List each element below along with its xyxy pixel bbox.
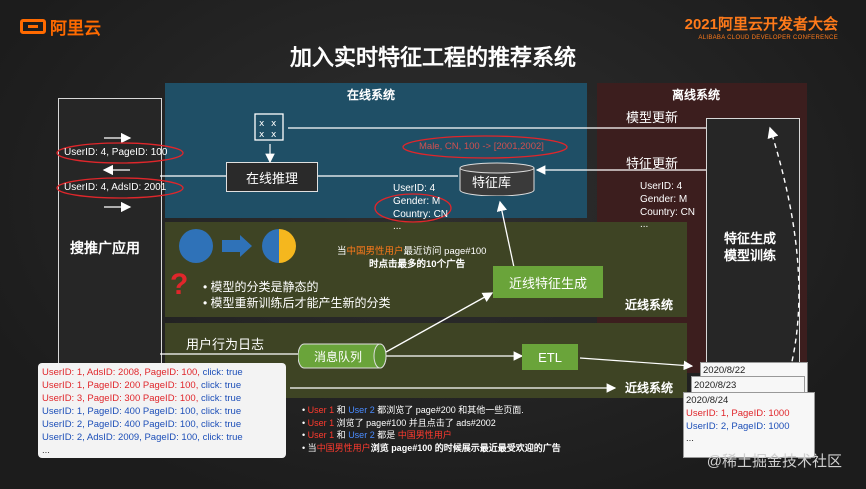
app-label: 搜推广应用 bbox=[70, 240, 140, 256]
watermark: @稀土掘金技术社区 bbox=[706, 453, 842, 470]
daily-ellipsis: ... bbox=[686, 433, 694, 444]
daily-date-2: 2020/8/23 bbox=[694, 380, 737, 391]
request-1-highlight bbox=[56, 142, 184, 164]
bullet-retrain-classification: • 模型重新训练后才能产生新的分类 bbox=[203, 296, 391, 310]
request-text-2: UserID: 4, AdsID: 2001 bbox=[64, 182, 167, 193]
daily-line-2: UserID: 2, PageID: 1000 bbox=[686, 421, 790, 432]
offline-user-gender: Gender: M bbox=[640, 194, 688, 205]
conference-badge: 2021阿里云开发者大会 ALIBABA CLOUD DEVELOPER CON… bbox=[685, 13, 838, 41]
feature-store-label: 特征库 bbox=[472, 175, 512, 190]
note-3: • User 1 和 User 2 都是 中国男性用户 bbox=[302, 430, 452, 440]
alibaba-cloud-logo-icon bbox=[20, 19, 46, 34]
slide-title: 加入实时特征工程的推荐系统 bbox=[289, 45, 576, 70]
logo-text: 阿里云 bbox=[50, 19, 101, 38]
daily-date-3: 2020/8/24 bbox=[686, 395, 729, 406]
feature-gen-label: 特征生成 bbox=[724, 231, 777, 246]
log-line-3: UserID: 3, PageID: 300 PageID: 100, clic… bbox=[42, 393, 242, 404]
note-4: • 当中国男性用户浏览 page#100 的时候展示最近最受欢迎的广告 bbox=[302, 442, 561, 453]
daily-line-1: UserID: 1, PageID: 1000 bbox=[686, 408, 790, 419]
online-user-country: Country: CN bbox=[393, 209, 449, 220]
online-user-gender: Gender: M bbox=[393, 196, 441, 207]
feature-store-icon bbox=[459, 162, 535, 196]
svg-text:x: x bbox=[259, 130, 265, 140]
log-line-6: UserID: 2, AdsID: 2009, PageID: 100, cli… bbox=[42, 432, 243, 443]
nearline-system-label-1: 近线系统 bbox=[625, 298, 674, 312]
log-line-1: UserID: 1, AdsID: 2008, PageID: 100, cli… bbox=[42, 367, 243, 378]
classification-pie-icons bbox=[179, 229, 296, 263]
nearline-feature-gen-box: 近线特征生成 bbox=[493, 266, 603, 298]
daily-date-1: 2020/8/22 bbox=[703, 365, 746, 376]
svg-text:x: x bbox=[271, 130, 277, 140]
offline-system-label: 离线系统 bbox=[672, 88, 721, 102]
svg-text:x: x bbox=[271, 119, 277, 129]
log-line-5: UserID: 2, PageID: 400 PageID: 100, clic… bbox=[42, 419, 242, 430]
message-queue-label: 消息队列 bbox=[314, 350, 363, 364]
query-prefix: 当 bbox=[337, 246, 347, 257]
bullet-2-text: 模型重新训练后才能产生新的分类 bbox=[210, 296, 391, 310]
queue-to-nearline-arrow bbox=[385, 292, 494, 353]
conference-title: 2021阿里云开发者大会 bbox=[684, 16, 838, 33]
online-system-label: 在线系统 bbox=[347, 88, 396, 102]
query-page: 最近访问 page#100 bbox=[403, 246, 487, 257]
nearline-query-line-2: 时点击最多的10个广告 bbox=[369, 259, 466, 270]
query-user-segment: 中国男性用户 bbox=[346, 246, 404, 257]
cache-key-text: Male, CN, 100 -> [2001,2002] bbox=[419, 141, 544, 152]
feature-update-label: 特征更新 bbox=[626, 156, 679, 171]
daily-card-3 bbox=[683, 392, 815, 458]
offline-user-id: UserID: 4 bbox=[640, 181, 683, 192]
etl-label: ETL bbox=[538, 349, 562, 365]
log-line-4: UserID: 1, PageID: 400 PageID: 100, clic… bbox=[42, 406, 242, 417]
alibaba-cloud-logo: 阿里云 bbox=[20, 14, 101, 39]
nearline-feature-gen-label: 近线特征生成 bbox=[508, 275, 587, 291]
online-user-id: UserID: 4 bbox=[393, 183, 436, 194]
pie-arrow-icon bbox=[222, 235, 252, 257]
request-2-highlight bbox=[56, 177, 184, 199]
bullet-static-classification: • 模型的分类是静态的 bbox=[203, 280, 319, 294]
search-recommend-ads-app bbox=[58, 98, 162, 390]
feature-generation-box bbox=[706, 118, 800, 365]
note-1: • User 1 和 User 2 都浏览了 page#200 和其他一些页面. bbox=[302, 405, 524, 415]
behavior-log-label: 用户行为日志 bbox=[186, 337, 265, 352]
conference-subtitle: ALIBABA CLOUD DEVELOPER CONFERENCE bbox=[698, 35, 838, 41]
model-icon: x x x x bbox=[254, 113, 284, 141]
question-mark-icon: ? bbox=[170, 268, 189, 301]
explanation-notes: • User 1 和 User 2 都浏览了 page#200 和其他一些页面.… bbox=[302, 404, 561, 454]
user-attr-highlight bbox=[374, 193, 452, 223]
cache-key-highlight bbox=[402, 135, 568, 159]
svg-text:x: x bbox=[259, 119, 265, 129]
nearline-query-line-1: 当中国男性用户最近访问 page#100 bbox=[337, 243, 486, 257]
nearline-system-label-2: 近线系统 bbox=[625, 381, 674, 395]
offline-user-country: Country: CN bbox=[640, 207, 696, 218]
online-inference-box: 在线推理 bbox=[226, 162, 318, 192]
online-user-more: ... bbox=[393, 221, 402, 232]
online-inference-label: 在线推理 bbox=[245, 170, 298, 186]
log-ellipsis: ... bbox=[42, 445, 50, 456]
offline-training-dashed-arrow bbox=[767, 126, 800, 371]
model-training-label: 模型训练 bbox=[724, 248, 777, 263]
etl-box: ETL bbox=[522, 344, 578, 370]
offline-user-more: ... bbox=[640, 219, 649, 230]
message-queue-icon bbox=[298, 343, 387, 369]
request-text-1: UserID: 4, PageID: 100 bbox=[64, 147, 168, 158]
note-2: • User 1 浏览了 page#100 并且点击了 ads#2002 bbox=[302, 417, 496, 428]
nearline-to-store-arrow bbox=[496, 200, 516, 273]
bullet-1-text: 模型的分类是静态的 bbox=[210, 280, 319, 294]
model-update-label: 模型更新 bbox=[626, 110, 679, 125]
behavior-log-card: UserID: 1, AdsID: 2008, PageID: 100, cli… bbox=[38, 363, 286, 458]
etl-to-logs-arrow bbox=[579, 357, 694, 371]
log-line-2: UserID: 1, PageID: 200 PageID: 100, clic… bbox=[42, 380, 242, 391]
